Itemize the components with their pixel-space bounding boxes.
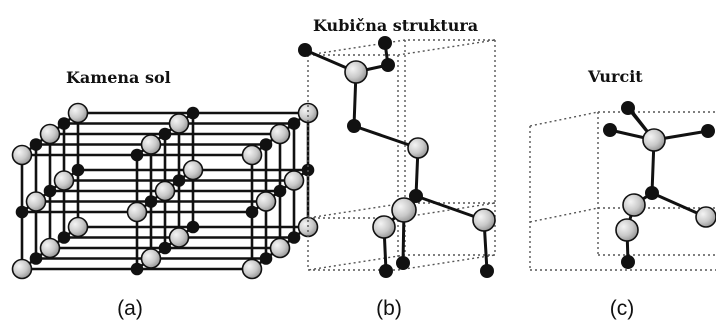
unit-cell-edge <box>307 202 406 219</box>
large-atom <box>283 170 305 191</box>
large-atom <box>622 193 646 217</box>
small-atom <box>172 174 186 187</box>
small-atom <box>347 119 361 133</box>
large-atom <box>168 227 190 248</box>
small-atom <box>29 252 43 265</box>
small-atom <box>144 195 158 208</box>
zincblende-title: Kubična struktura <box>313 16 479 35</box>
small-atom <box>379 264 393 278</box>
small-atom <box>273 184 287 198</box>
large-atom <box>11 258 33 280</box>
large-atom <box>344 60 368 84</box>
small-atom <box>287 231 301 244</box>
rock-salt-title: Kamena sol <box>66 68 171 87</box>
small-atom <box>15 205 29 219</box>
large-atom <box>642 128 666 152</box>
large-atom <box>297 102 319 124</box>
small-atom <box>158 127 172 141</box>
small-atom <box>287 117 301 130</box>
small-atom <box>378 36 392 50</box>
zincblende-structure <box>298 36 496 278</box>
wurtzite-title: Vurcit <box>588 67 643 86</box>
large-atom <box>140 134 162 155</box>
unit-cell-edge <box>307 254 406 271</box>
large-atom <box>241 258 263 280</box>
wurtzite-structure <box>529 101 716 271</box>
unit-cell-edge <box>397 39 496 56</box>
large-atom <box>126 201 148 223</box>
small-atom <box>57 231 71 244</box>
large-atom <box>269 237 291 259</box>
small-atom <box>43 184 57 198</box>
small-atom <box>701 124 715 138</box>
large-atom <box>182 159 204 181</box>
small-atom <box>259 252 273 265</box>
small-atom <box>621 255 635 269</box>
small-atom <box>259 138 273 151</box>
panel-b-label: (b) <box>376 297 402 320</box>
small-atom <box>29 138 43 151</box>
small-atom <box>480 264 494 278</box>
small-atom <box>645 186 659 200</box>
large-atom <box>695 206 716 228</box>
large-atom <box>154 180 176 202</box>
large-atom <box>168 113 190 134</box>
large-atom <box>372 215 396 239</box>
small-atom <box>381 58 395 72</box>
small-atom <box>71 163 85 177</box>
small-atom <box>396 256 410 270</box>
large-atom <box>615 218 639 242</box>
rock-salt-structure <box>11 102 319 280</box>
bond <box>414 194 486 222</box>
large-atom <box>255 191 277 212</box>
unit-cell-edge <box>529 207 599 223</box>
unit-cell-edge <box>397 254 496 271</box>
large-atom <box>241 144 263 166</box>
bond <box>352 124 420 150</box>
small-atom <box>130 148 144 162</box>
small-atom <box>57 117 71 130</box>
large-atom <box>140 248 162 269</box>
large-atom <box>407 137 429 159</box>
panel-c-label: (c) <box>609 297 635 320</box>
large-atom <box>25 191 47 212</box>
large-atom <box>53 170 75 191</box>
large-atom <box>11 144 33 166</box>
unit-cell-edge <box>529 111 599 127</box>
small-atom <box>158 241 172 255</box>
small-atom <box>621 101 635 115</box>
panel-a-label: (a) <box>117 297 143 320</box>
large-atom <box>472 208 496 232</box>
small-atom <box>186 106 200 120</box>
large-atom <box>269 123 291 145</box>
small-atom <box>130 262 144 276</box>
large-atom <box>391 197 417 223</box>
large-atom <box>67 216 89 238</box>
small-atom <box>186 220 200 234</box>
small-atom <box>245 205 259 219</box>
large-atom <box>39 237 61 259</box>
small-atom <box>409 189 423 203</box>
large-atom <box>39 123 61 145</box>
large-atom <box>67 102 89 124</box>
small-atom <box>298 43 312 57</box>
